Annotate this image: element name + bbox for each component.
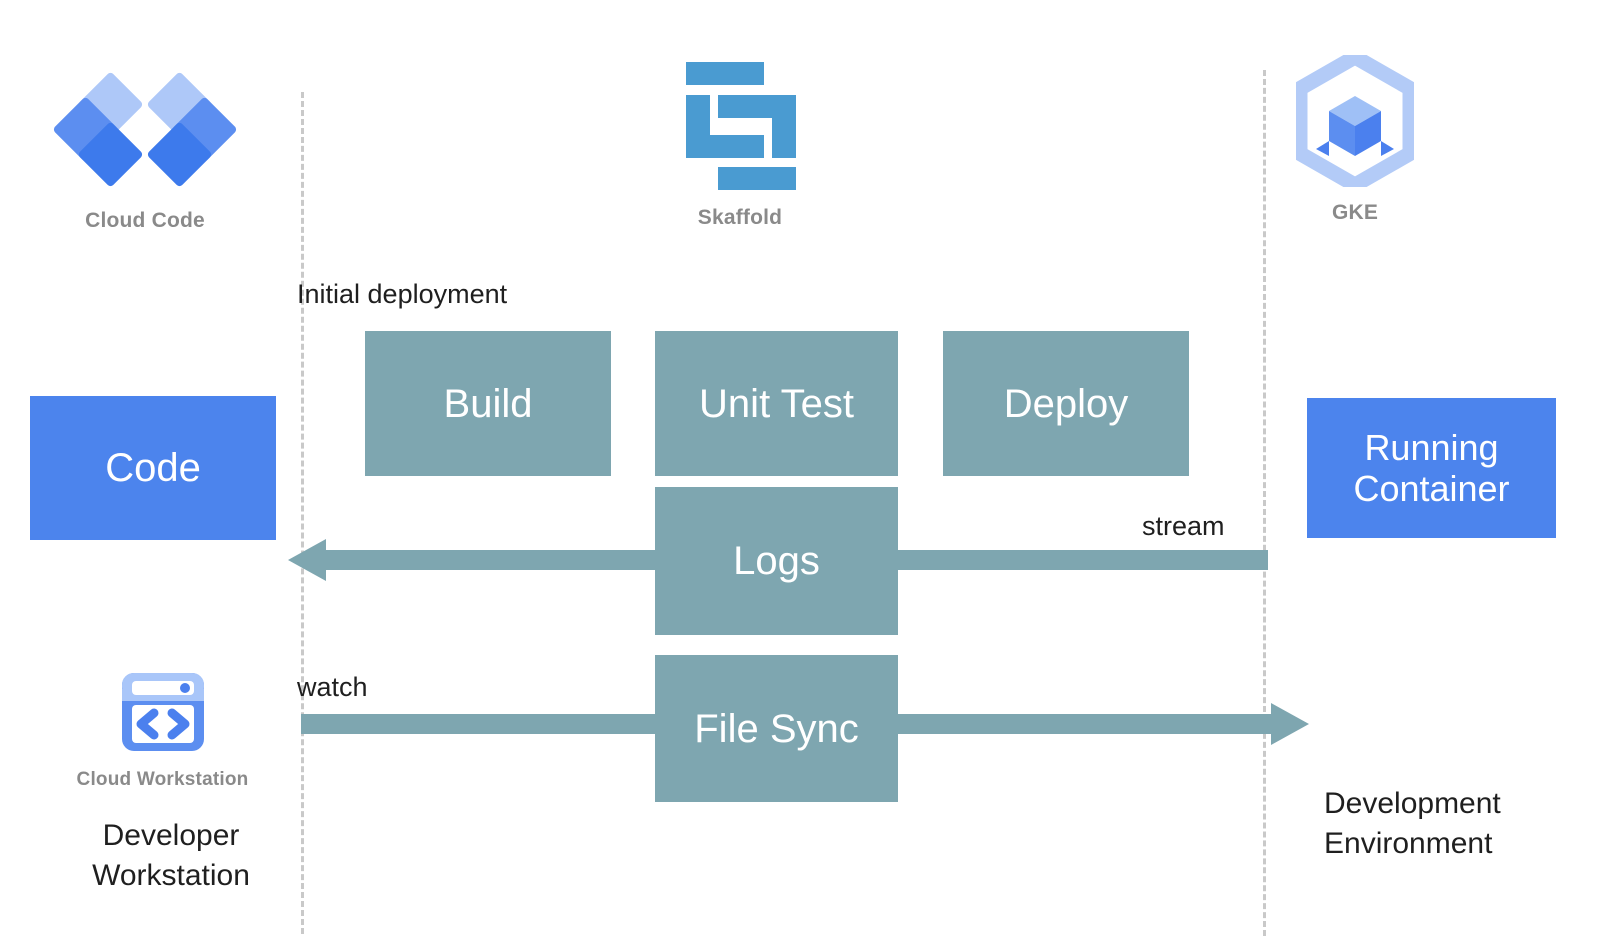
logo-group-cloud-code: Cloud Code <box>40 71 250 233</box>
label-development-environment-line2: Environment <box>1324 826 1493 860</box>
box-code[interactable]: Code <box>30 396 276 540</box>
lane-divider-right <box>1263 70 1266 936</box>
cloud-workstation-icon <box>116 665 210 759</box>
label-development-environment-line1: Development <box>1324 787 1501 820</box>
label-stream: stream <box>1142 511 1225 541</box>
box-deploy[interactable]: Deploy <box>943 331 1189 476</box>
logo-group-gke: GKE <box>1250 49 1460 225</box>
box-unit-test[interactable]: Unit Test <box>655 331 898 476</box>
logo-group-cloud-workstation: Cloud Workstation <box>55 665 270 791</box>
skaffold-icon <box>684 62 796 190</box>
label-developer-workstation-line1: Developer <box>102 819 240 852</box>
box-running-container-line2: Container <box>1353 468 1510 509</box>
label-developer-workstation-line2: Workstation <box>92 858 250 892</box>
logo-caption-cloud-code: Cloud Code <box>85 209 205 232</box>
box-logs[interactable]: Logs <box>655 487 898 635</box>
cloud-code-icon <box>52 71 238 188</box>
logo-caption-cloud-workstation: Cloud Workstation <box>76 769 249 790</box>
label-initial-deployment: Initial deployment <box>297 279 508 309</box>
box-running-container-line1: Running <box>1364 426 1499 468</box>
logo-caption-gke: GKE <box>1331 201 1379 224</box>
box-build[interactable]: Build <box>365 331 611 476</box>
label-developer-workstation: Developer Workstation <box>56 816 286 895</box>
lane-divider-left <box>301 92 304 934</box>
logo-group-skaffold: Skaffold <box>635 62 845 230</box>
logo-caption-skaffold: Skaffold <box>697 206 783 229</box>
box-running-container[interactable]: Running Container <box>1307 398 1556 538</box>
box-file-sync[interactable]: File Sync <box>655 655 898 802</box>
label-watch: watch <box>297 672 368 702</box>
gke-icon <box>1292 49 1418 193</box>
label-development-environment: Development Environment <box>1324 784 1594 863</box>
